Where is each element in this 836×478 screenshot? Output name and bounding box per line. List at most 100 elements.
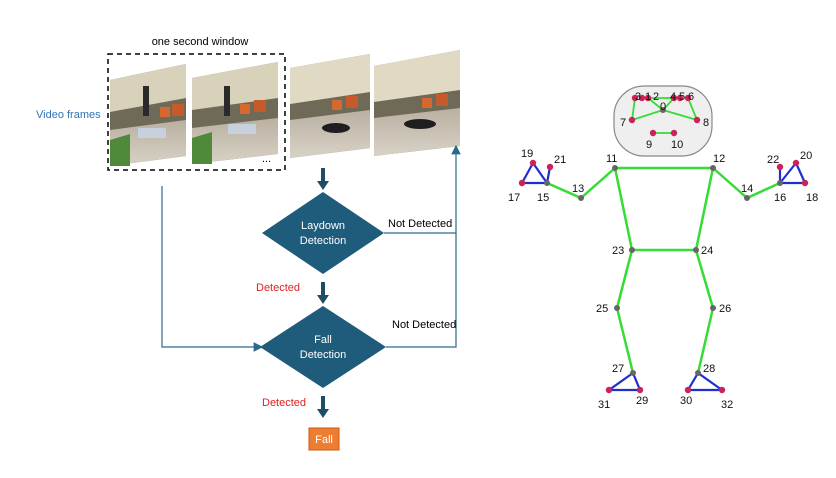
keypoint-label-27: 27 <box>612 363 624 375</box>
detected-label-1: Detected <box>256 282 300 294</box>
extremity-edge-28-32 <box>696 371 724 392</box>
window-label: one second window <box>152 36 249 48</box>
keypoint-label-5: 5 <box>679 91 685 103</box>
video-frame-4 <box>374 50 460 156</box>
keypoint-8 <box>693 116 701 124</box>
detected-label-2: Detected <box>262 397 306 409</box>
one-second-window-box <box>107 53 286 171</box>
fall-result-box: Fall <box>308 427 340 451</box>
keypoint-label-0: 0 <box>660 101 666 113</box>
keypoint-label-26: 26 <box>719 303 731 315</box>
extremity-edge-18-20 <box>794 161 807 185</box>
keypoint-29 <box>636 386 644 394</box>
video-frame-1 <box>110 64 186 166</box>
keypoint-14 <box>744 195 750 201</box>
body-edge-12-14 <box>711 166 749 200</box>
body-edge-11-23 <box>613 166 634 252</box>
keypoint-label-32: 32 <box>721 399 733 411</box>
keypoint-5 <box>676 94 684 102</box>
frames-ellipsis: ... <box>262 153 271 165</box>
keypoint-label-25: 25 <box>596 303 608 315</box>
flowchart: one second window Video frames ... <box>36 36 461 451</box>
face-edge-0-8 <box>662 109 698 121</box>
video-frame-3 <box>290 54 370 158</box>
laydown-label-line2: Detection <box>300 235 346 247</box>
arrow-frames-to-laydown <box>317 168 329 190</box>
extremity-edge-27-31 <box>607 371 635 392</box>
keypoint-18 <box>801 179 809 187</box>
keypoint-9 <box>649 129 657 137</box>
fall-result-label: Fall <box>315 434 333 446</box>
keypoint-label-10: 10 <box>671 139 683 151</box>
laydown-label-line1: Laydown <box>301 220 345 232</box>
keypoint-label-23: 23 <box>612 245 624 257</box>
keypoint-3 <box>631 94 639 102</box>
body-edge-14-16 <box>745 181 782 200</box>
keypoint-20 <box>792 159 800 167</box>
arrow-fall-to-result <box>317 396 329 418</box>
keypoint-1 <box>644 94 652 102</box>
face-edge-1-0 <box>647 97 664 111</box>
keypoint-label-31: 31 <box>598 399 610 411</box>
keypoint-label-13: 13 <box>572 183 584 195</box>
keypoint-label-1: 1 <box>645 91 651 103</box>
body-edge-26-28 <box>696 306 715 375</box>
keypoint-30 <box>684 386 692 394</box>
keypoint-label-7: 7 <box>620 117 626 129</box>
keypoint-label-6: 6 <box>688 91 694 103</box>
video-frames-label: Video frames <box>36 109 101 121</box>
keypoint-32 <box>718 386 726 394</box>
keypoint-19 <box>529 159 537 167</box>
keypoint-22 <box>776 163 784 171</box>
body-edge-24-26 <box>694 248 715 310</box>
keypoint-label-16: 16 <box>774 192 786 204</box>
extremity-edge-28-30 <box>686 371 700 392</box>
keypoint-label-20: 20 <box>800 150 812 162</box>
extremity-edge-17-19 <box>520 161 535 185</box>
keypoint-11 <box>612 165 618 171</box>
keypoint-label-30: 30 <box>680 395 692 407</box>
keypoint-label-14: 14 <box>741 183 753 195</box>
not-detected-label-1: Not Detected <box>388 218 452 230</box>
skeleton-keypoints <box>518 94 809 394</box>
face-edge-0-7 <box>631 109 664 121</box>
video-frame-2 <box>192 62 278 164</box>
keypoint-16 <box>777 180 783 186</box>
keypoint-21 <box>546 163 554 171</box>
keypoint-12 <box>710 165 716 171</box>
keypoint-label-17: 17 <box>508 192 520 204</box>
arrow-laydown-to-fall <box>317 282 329 304</box>
keypoint-24 <box>693 247 699 253</box>
keypoint-10 <box>670 129 678 137</box>
face-edge-3-7 <box>631 97 636 121</box>
keypoint-label-24: 24 <box>701 245 713 257</box>
keypoint-23 <box>629 247 635 253</box>
keypoint-25 <box>614 305 620 311</box>
keypoint-label-15: 15 <box>537 192 549 204</box>
keypoint-label-18: 18 <box>806 192 818 204</box>
keypoint-label-22: 22 <box>767 154 779 166</box>
fall-label-line2: Detection <box>300 349 346 361</box>
keypoint-label-4: 4 <box>670 91 676 103</box>
keypoint-label-2: 2 <box>653 91 659 103</box>
keypoint-label-29: 29 <box>636 395 648 407</box>
keypoint-31 <box>605 386 613 394</box>
keypoint-label-9: 9 <box>646 139 652 151</box>
keypoint-26 <box>710 305 716 311</box>
keypoint-17 <box>518 179 526 187</box>
fall-label-line1: Fall <box>314 334 332 346</box>
keypoint-7 <box>628 116 636 124</box>
keypoint-6 <box>684 94 692 102</box>
keypoint-27 <box>630 370 636 376</box>
keypoint-label-8: 8 <box>703 117 709 129</box>
keypoint-label-11: 11 <box>606 153 617 165</box>
keypoint-label-19: 19 <box>521 148 533 160</box>
fall-detection-diamond: Fall Detection <box>260 306 386 388</box>
keypoint-28 <box>695 370 701 376</box>
body-edge-25-27 <box>615 306 635 375</box>
keypoint-2 <box>638 94 646 102</box>
keypoint-label-3: 3 <box>635 91 641 103</box>
window-to-fall-connector <box>161 186 264 352</box>
